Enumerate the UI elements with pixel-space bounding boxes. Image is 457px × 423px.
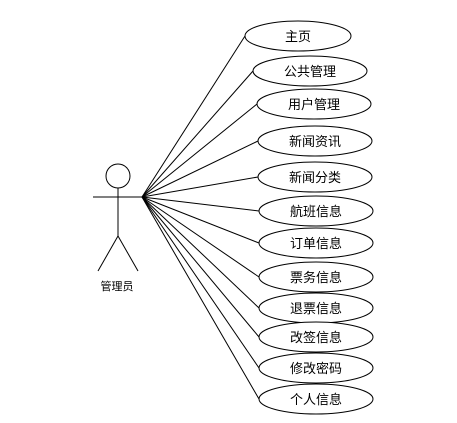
association-lines [141,35,260,400]
association-line [141,196,260,244]
association-line [141,196,260,338]
use-case-label: 票务信息 [290,270,342,286]
actor-label: 管理员 [101,279,134,293]
association-line [141,140,259,198]
use-case: 用户管理 [256,88,372,120]
use-case-list: 主页公共管理用户管理新闻资讯新闻分类航班信息订单信息票务信息退票信息改签信息修改… [244,20,374,415]
use-case-ellipse [258,227,374,259]
use-case: 新闻分类 [257,161,373,193]
use-case: 新闻资讯 [257,125,373,157]
association-line [141,196,260,369]
association-line [141,196,260,212]
use-case: 个人信息 [258,383,374,415]
use-case-ellipse [257,125,373,157]
association-line [141,196,260,309]
use-case-label: 新闻分类 [289,170,341,186]
actor-head [105,163,131,189]
use-case: 航班信息 [258,195,374,227]
association-line [141,70,254,198]
use-case: 改签信息 [258,321,374,353]
use-case-ellipse [258,261,374,293]
use-case: 公共管理 [252,55,368,87]
use-case-ellipse [258,352,374,384]
use-case-label: 改签信息 [290,330,342,346]
use-case-label: 公共管理 [284,65,336,80]
association-line [141,35,246,198]
use-case-ellipse [258,383,374,415]
use-case: 修改密码 [258,352,374,384]
use-case-ellipse [256,88,372,120]
association-line [141,103,258,198]
use-case-label: 个人信息 [290,392,342,408]
association-line [141,196,260,278]
use-case-ellipse [258,195,374,227]
use-case: 票务信息 [258,261,374,293]
use-case-label: 修改密码 [290,361,342,377]
actor-left-leg [97,235,119,272]
use-case-ellipse [257,161,373,193]
use-case-label: 主页 [285,30,311,45]
use-case-ellipse [252,55,368,87]
use-case-label: 用户管理 [288,97,340,113]
association-line [141,196,260,400]
use-case: 主页 [244,20,352,52]
use-case-label: 订单信息 [290,236,342,252]
use-case-label: 退票信息 [290,301,342,317]
use-case-ellipse [244,20,352,52]
use-case-label: 新闻资讯 [289,134,341,150]
actor-admin: 管理员 [93,163,143,293]
actor-right-leg [117,235,139,272]
use-case: 订单信息 [258,227,374,259]
use-case-ellipse [258,321,374,353]
use-case: 退票信息 [258,292,374,324]
use-case-label: 航班信息 [290,204,342,220]
association-line [141,176,259,198]
